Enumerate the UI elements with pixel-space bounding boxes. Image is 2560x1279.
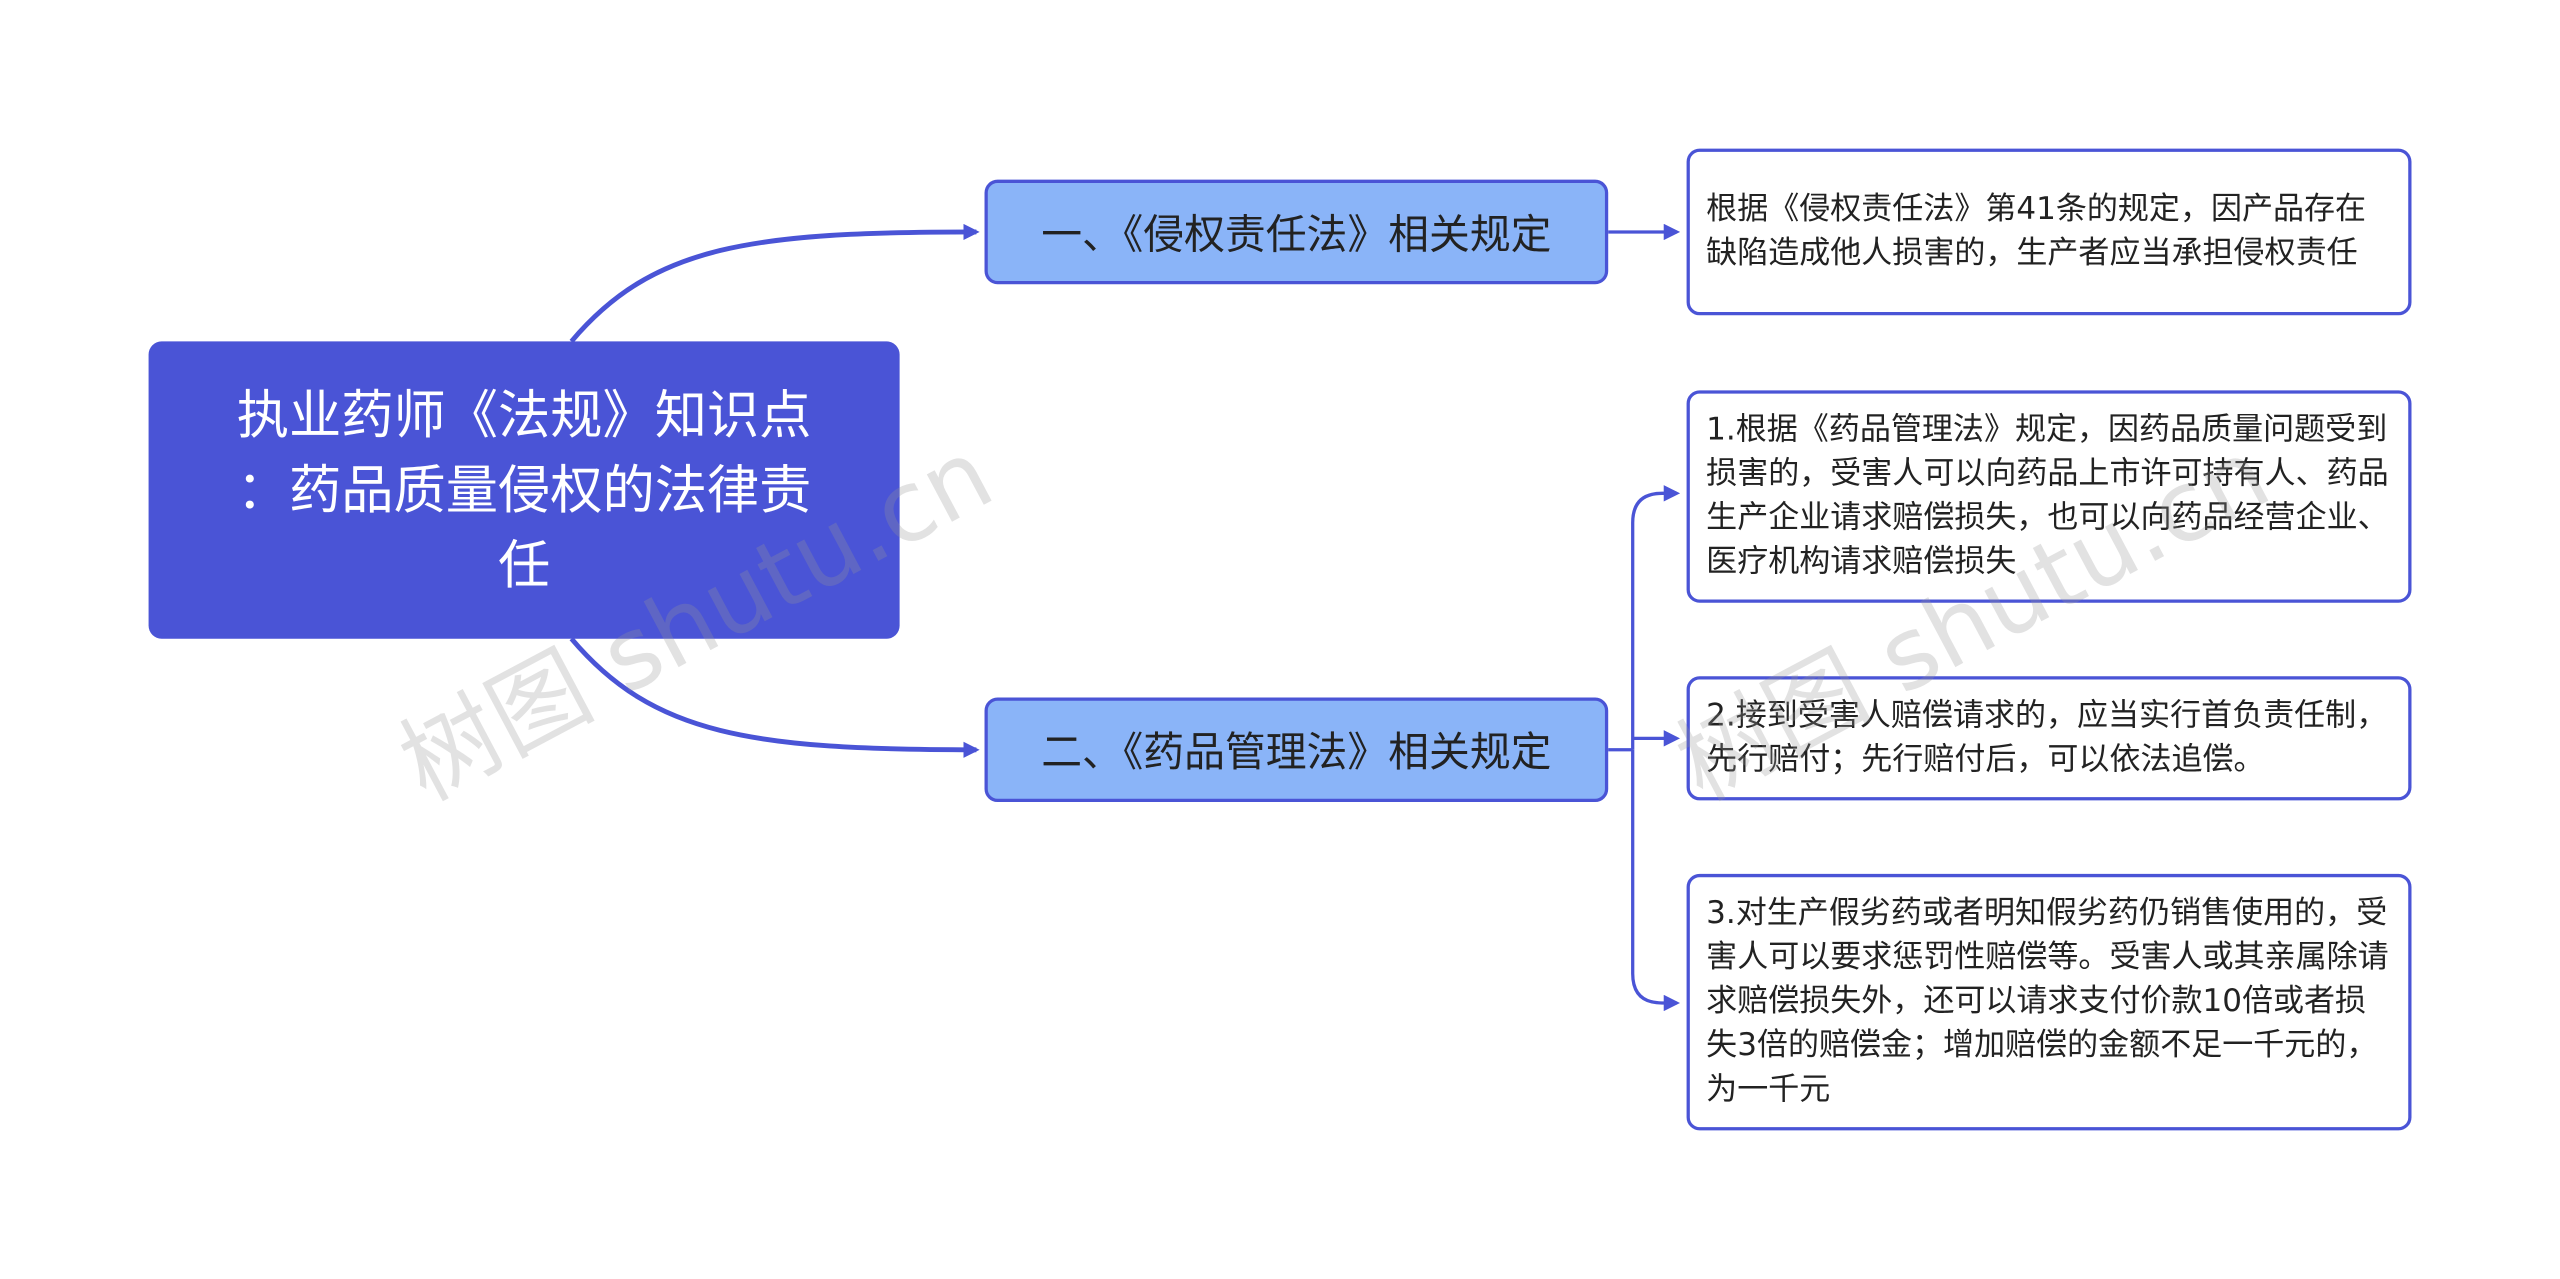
leaf-node-punitive-damages[interactable]: 3.对生产假劣药或者明知假劣药仍销售使用的，受害人可以要求惩罚性赔偿等。受害人或…: [1686, 873, 2412, 1131]
branch-label: 一、《侵权责任法》相关规定: [1041, 210, 1552, 259]
branch-2-to-leaf-4-line: [1631, 749, 1681, 1012]
branch-node-drug-admin-law[interactable]: 二、《药品管理法》相关规定: [984, 697, 1609, 803]
root-title: 执业药师《法规》知识点 ：药品质量侵权的法律责 任: [237, 377, 812, 602]
leaf-node-first-responsibility[interactable]: 2.接到受害人赔偿请求的，应当实行首负责任制，先行赔付；先行赔付后，可以依法追偿…: [1686, 676, 2412, 801]
root-to-branch-2-line: [569, 637, 980, 758]
branch-2-to-leaf-2-line: [1631, 485, 1681, 750]
leaf-node-tort-liability[interactable]: 根据《侵权责任法》第41条的规定，因产品存在缺陷造成他人损害的，生产者应当承担侵…: [1686, 148, 2412, 316]
root-node[interactable]: 执业药师《法规》知识点 ：药品质量侵权的法律责 任: [148, 341, 900, 639]
branch-node-tort-law[interactable]: 一、《侵权责任法》相关规定: [984, 179, 1609, 285]
root-title-line: 执业药师《法规》知识点: [236, 383, 812, 446]
root-title-line: 任: [497, 534, 551, 597]
root-to-branch-1-line: [569, 223, 980, 343]
leaf-text: 2.接到受害人赔偿请求的，应当实行首负责任制，先行赔付；先行赔付后，可以依法追偿…: [1706, 697, 2388, 778]
leaf-node-compensation-claim[interactable]: 1.根据《药品管理法》规定，因药品质量问题受到损害的，受害人可以向药品上市许可持…: [1686, 390, 2412, 603]
branch-label: 二、《药品管理法》相关规定: [1041, 728, 1552, 776]
root-title-line: ：药品质量侵权的法律责: [236, 459, 812, 522]
leaf-text: 1.根据《药品管理法》规定，因药品质量问题受到损害的，受害人可以向药品上市许可持…: [1706, 411, 2389, 580]
leaf-text: 根据《侵权责任法》第41条的规定，因产品存在缺陷造成他人损害的，生产者应当承担侵…: [1706, 191, 2367, 272]
leaf-text: 3.对生产假劣药或者明知假劣药仍销售使用的，受害人可以要求惩罚性赔偿等。受害人或…: [1706, 895, 2389, 1108]
